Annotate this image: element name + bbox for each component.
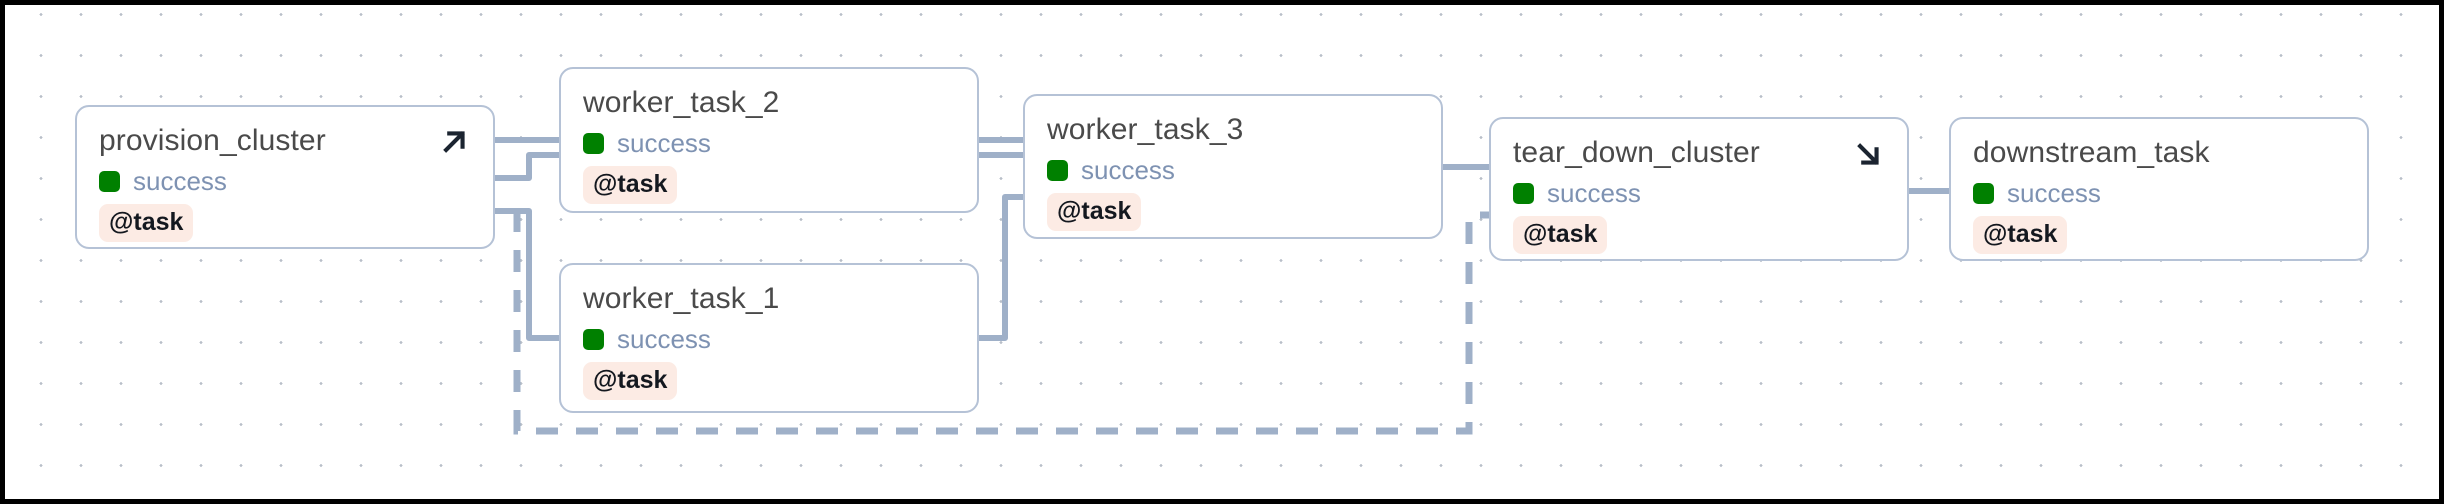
node-status-row: success bbox=[99, 166, 471, 196]
node-status-row: success bbox=[583, 128, 955, 158]
node-status-row: success bbox=[583, 324, 955, 354]
status-success-swatch-icon bbox=[1973, 182, 1994, 204]
status-success-swatch-icon bbox=[583, 328, 604, 350]
node-status-label: success bbox=[2007, 178, 2101, 208]
node-status-label: success bbox=[617, 324, 711, 354]
node-title: downstream_task bbox=[1973, 136, 2210, 169]
node-status-row: success bbox=[1047, 155, 1419, 185]
graph-node-provision_cluster[interactable]: provision_cluster success @task bbox=[75, 105, 495, 249]
status-success-swatch-icon bbox=[1513, 182, 1534, 204]
graph-node-worker_task_1[interactable]: worker_task_1 success @task bbox=[559, 263, 979, 413]
arrow-down-right-icon[interactable] bbox=[1849, 135, 1887, 173]
node-status-label: success bbox=[1547, 178, 1641, 208]
node-type-badge: @task bbox=[583, 166, 678, 204]
node-type-badge: @task bbox=[1973, 216, 2068, 254]
graph-node-downstream_task[interactable]: downstream_task success @task bbox=[1949, 117, 2369, 261]
status-success-swatch-icon bbox=[1047, 159, 1068, 181]
status-success-swatch-icon bbox=[99, 170, 120, 192]
node-type-badge: @task bbox=[583, 362, 678, 400]
node-type-badge: @task bbox=[1047, 193, 1142, 231]
graph-node-worker_task_3[interactable]: worker_task_3 success @task bbox=[1023, 94, 1443, 239]
node-status-label: success bbox=[133, 166, 227, 196]
graph-node-tear_down_cluster[interactable]: tear_down_cluster success @task bbox=[1489, 117, 1909, 261]
node-title: worker_task_3 bbox=[1047, 113, 1244, 146]
node-title: provision_cluster bbox=[99, 124, 326, 157]
status-success-swatch-icon bbox=[583, 132, 604, 154]
node-status-row: success bbox=[1513, 178, 1885, 208]
node-type-badge: @task bbox=[99, 204, 194, 242]
node-title: worker_task_2 bbox=[583, 86, 780, 119]
node-type-badge: @task bbox=[1513, 216, 1608, 254]
graph-node-worker_task_2[interactable]: worker_task_2 success @task bbox=[559, 67, 979, 213]
node-status-row: success bbox=[1973, 178, 2345, 208]
node-title: tear_down_cluster bbox=[1513, 136, 1760, 169]
node-status-label: success bbox=[1081, 155, 1175, 185]
arrow-up-right-icon[interactable] bbox=[435, 123, 473, 161]
node-title: worker_task_1 bbox=[583, 282, 780, 315]
node-status-label: success bbox=[617, 128, 711, 158]
